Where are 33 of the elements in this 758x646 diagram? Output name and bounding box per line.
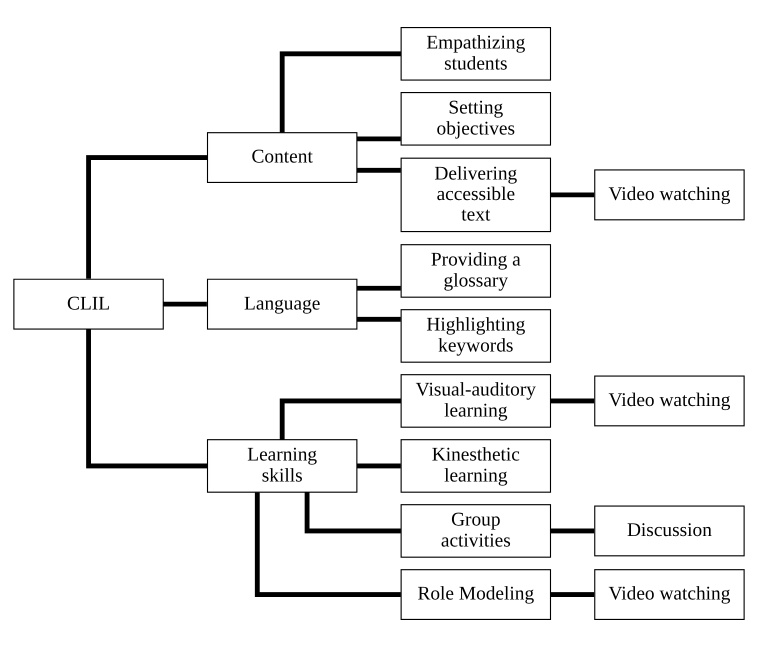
node-box: Delivering accessible text <box>400 157 552 232</box>
connector <box>280 398 401 439</box>
connector <box>163 301 207 306</box>
connector <box>550 592 594 596</box>
node-box: Empathizing students <box>400 26 552 80</box>
node-box: Highlighting keywords <box>400 308 552 362</box>
node-box: Language <box>206 278 358 330</box>
node-box: CLIL <box>13 278 164 330</box>
node-box: Setting objectives <box>400 91 552 146</box>
connector <box>304 492 401 533</box>
node-box: Content <box>206 132 358 182</box>
connector <box>86 328 208 468</box>
node-box: Video watching <box>594 168 745 220</box>
connector <box>550 398 594 403</box>
node-box: Video watching <box>594 375 745 426</box>
node-box: Visual-auditory learning <box>400 374 552 428</box>
node-box: Kinesthetic learning <box>400 438 552 492</box>
connector <box>357 136 400 141</box>
node-box: Group activities <box>400 504 552 558</box>
connector <box>254 492 401 596</box>
connector <box>357 167 400 172</box>
connector <box>86 154 208 278</box>
node-box: Discussion <box>594 505 745 556</box>
connector <box>357 463 400 468</box>
node-box: Role Modeling <box>400 568 552 620</box>
connector <box>280 50 401 132</box>
node-box: Providing a glossary <box>400 244 552 298</box>
connector <box>550 528 594 533</box>
node-box: Video watching <box>594 568 745 620</box>
connector <box>357 285 400 290</box>
node-box: Learning skills <box>206 438 358 492</box>
connector <box>550 192 594 197</box>
connector <box>357 316 400 322</box>
